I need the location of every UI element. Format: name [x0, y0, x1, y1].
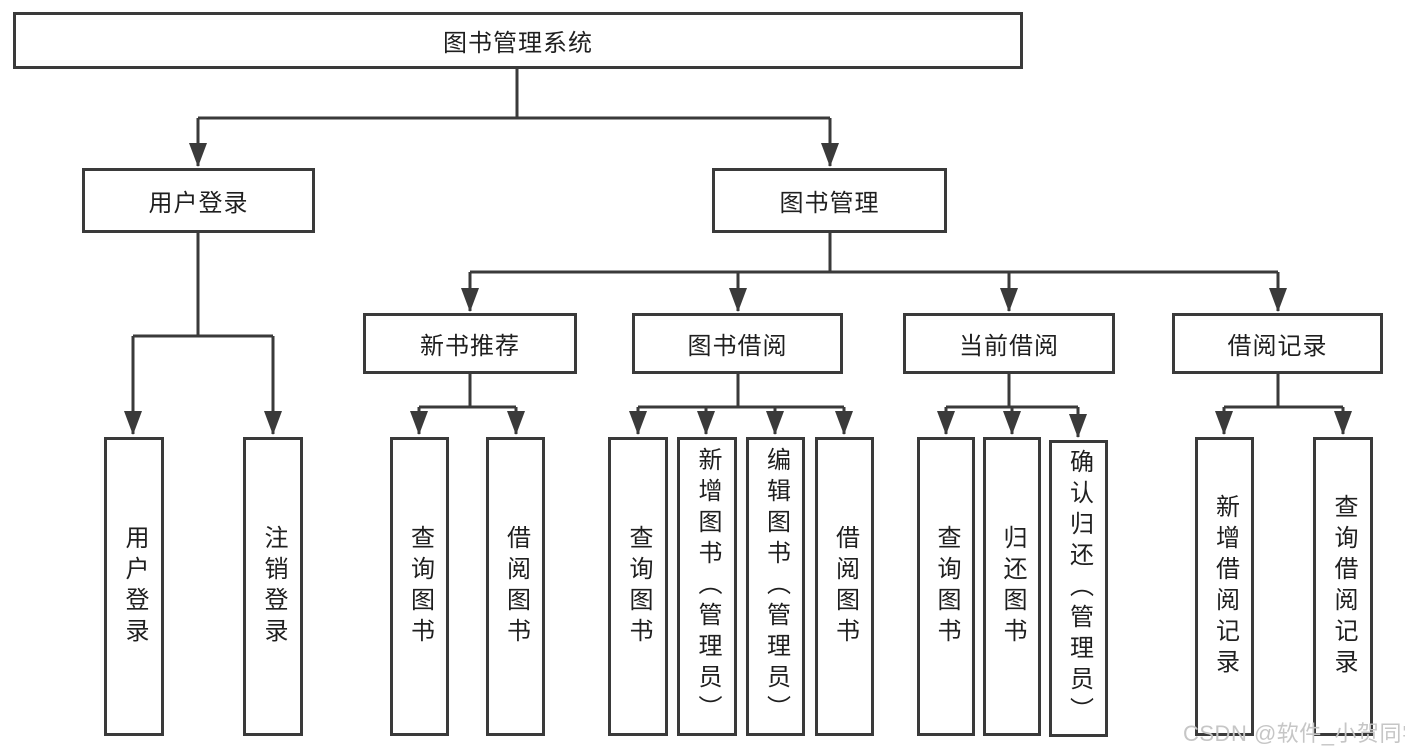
- node-label: 编辑图书（管理员）: [762, 447, 790, 726]
- node-user-login: 用户登录: [82, 168, 315, 233]
- leaf-borrow-books-recommend: 借阅图书: [486, 437, 545, 736]
- node-label: 新增借阅记录: [1211, 493, 1239, 680]
- node-label: 归还图书: [999, 524, 1026, 649]
- node-label: 图书借阅: [687, 333, 788, 360]
- leaf-query-borrow-record: 查询借阅记录: [1313, 437, 1373, 736]
- node-current-borrowing: 当前借阅: [903, 313, 1115, 374]
- node-borrowing-records: 借阅记录: [1172, 313, 1383, 374]
- leaf-query-books-borrow: 查询图书: [608, 437, 668, 736]
- node-label: 查询图书: [625, 524, 652, 649]
- node-label: 查询图书: [933, 524, 960, 649]
- leaf-user-login: 用户登录: [104, 437, 164, 736]
- node-label: 注销登录: [260, 524, 287, 649]
- node-book-management: 图书管理: [712, 168, 947, 233]
- node-label: 用户登录: [121, 524, 148, 649]
- csdn-watermark: CSDN @软件_小贺同学: [1183, 721, 1405, 746]
- leaf-return-books: 归还图书: [983, 437, 1041, 736]
- leaf-confirm-return-admin: 确认归还（管理员）: [1049, 440, 1108, 737]
- node-root-library-management-system: 图书管理系统: [13, 12, 1023, 69]
- node-label: 新增图书（管理员）: [694, 447, 721, 726]
- leaf-query-books-current: 查询图书: [917, 437, 975, 736]
- node-new-book-recommendation: 新书推荐: [363, 313, 577, 374]
- node-label: 新书推荐: [420, 333, 520, 360]
- leaf-logout: 注销登录: [243, 437, 303, 736]
- node-label: 借阅图书: [502, 524, 530, 649]
- node-label: 查询图书: [406, 524, 434, 649]
- node-label: 图书管理: [779, 190, 880, 217]
- node-label: 借阅图书: [831, 524, 859, 649]
- leaf-query-books-recommend: 查询图书: [390, 437, 449, 736]
- node-label: 用户登录: [148, 190, 249, 217]
- leaf-add-borrow-record: 新增借阅记录: [1195, 437, 1254, 736]
- node-book-borrowing: 图书借阅: [632, 313, 843, 374]
- node-label: 借阅记录: [1227, 333, 1328, 360]
- node-label: 当前借阅: [959, 333, 1059, 360]
- node-label: 查询借阅记录: [1330, 493, 1357, 680]
- leaf-add-books-admin: 新增图书（管理员）: [677, 437, 737, 736]
- node-label: 图书管理系统: [443, 30, 593, 57]
- leaf-edit-books-admin: 编辑图书（管理员）: [746, 437, 805, 736]
- leaf-borrow-books: 借阅图书: [815, 437, 874, 736]
- node-label: 确认归还（管理员）: [1065, 449, 1093, 728]
